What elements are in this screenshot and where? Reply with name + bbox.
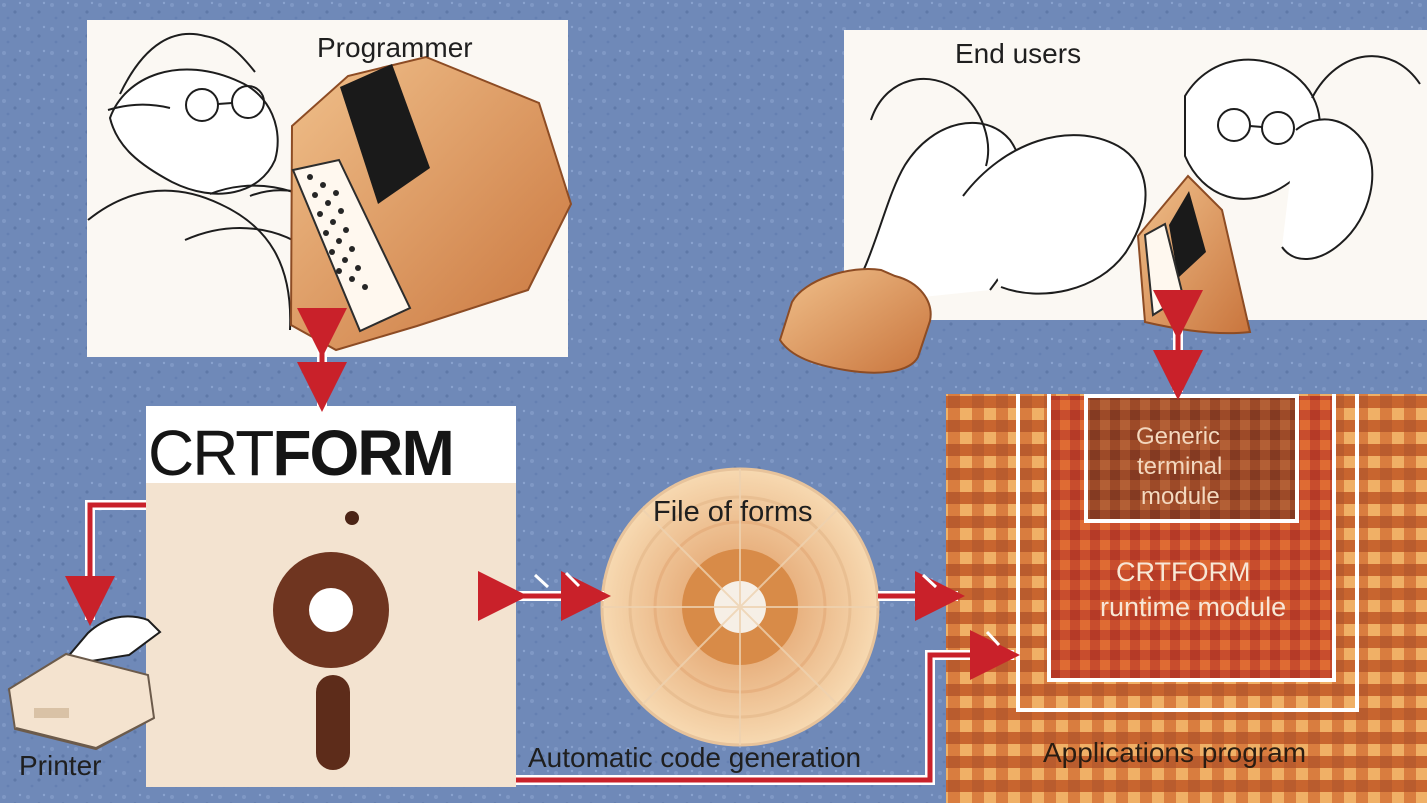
crtform-to-printer-arrow — [65, 500, 146, 626]
generic-terminal-line1: Generic — [1136, 423, 1221, 450]
printer-label: Printer — [19, 750, 102, 781]
file-to-app-arrow — [878, 571, 965, 621]
crtform-file-arrow — [478, 571, 611, 621]
printer-illustration — [7, 615, 162, 751]
crtform-panel — [146, 406, 516, 787]
generic-terminal-line2: terminal — [1137, 453, 1223, 480]
automatic-code-generation-arrow — [516, 630, 1020, 785]
crtform-logo-light: CRT — [148, 417, 274, 489]
runtime-line1: CRTFORM — [1116, 557, 1251, 587]
runtime-line2: runtime module — [1100, 592, 1287, 622]
automatic-code-generation-label: Automatic code generation — [528, 742, 862, 773]
end-users-label: End users — [955, 38, 1082, 69]
applications-program-block — [946, 394, 1427, 803]
file-of-forms-label: File of forms — [653, 496, 813, 528]
programmer-panel — [87, 20, 573, 357]
crtform-logo: CRTFORM — [148, 421, 455, 485]
generic-terminal-line3: module — [1141, 483, 1220, 510]
programmer-label: Programmer — [317, 32, 473, 63]
applications-program-label: Applications program — [1043, 737, 1307, 768]
file-of-forms-disk — [600, 467, 880, 747]
crtform-logo-bold: FORM — [272, 417, 454, 489]
